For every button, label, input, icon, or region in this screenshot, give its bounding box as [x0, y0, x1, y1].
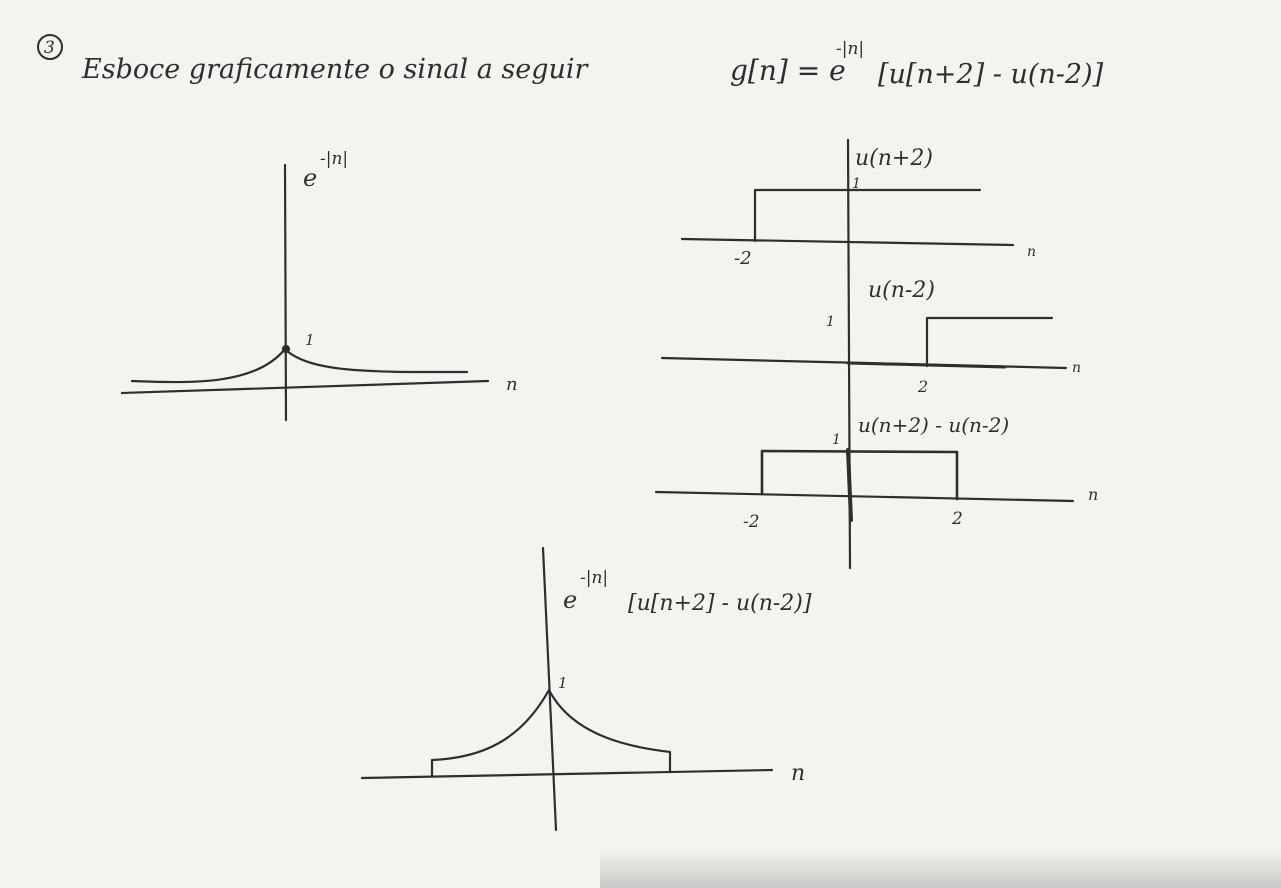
result-x-axis — [360, 768, 774, 780]
uplus-step — [753, 188, 982, 243]
uminus-label: u(n-2) — [868, 278, 935, 303]
uplus-height-label: 1 — [852, 176, 861, 192]
exp-axis-label: n — [506, 374, 518, 395]
uminus-height-label: 1 — [826, 314, 835, 330]
diff-label: u(n+2) - u(n-2) — [858, 413, 1009, 437]
diff-tick-left: -2 — [743, 512, 760, 532]
result-peak-label: 1 — [558, 674, 568, 692]
diff-pulse — [760, 449, 959, 501]
result-y-axis — [541, 546, 558, 832]
question-number: 3 — [44, 38, 55, 58]
diff-axis-thick — [846, 448, 853, 522]
equation-exponent: -|n| — [836, 39, 864, 59]
exp-x-axis — [120, 379, 490, 395]
uminus-step — [925, 316, 1054, 368]
exp-curve — [130, 347, 469, 384]
question-number-circle — [37, 34, 63, 60]
result-label-exponent: -|n| — [580, 568, 608, 588]
uplus-axis-label: n — [1027, 244, 1036, 260]
exp-peak-dot — [281, 344, 291, 354]
uplus-x-axis — [680, 237, 1015, 247]
result-axis-label: n — [791, 761, 805, 786]
diff-tick-right: 2 — [951, 509, 963, 529]
result-label-tail: [u[n+2] - u(n-2)] — [628, 591, 812, 616]
result-curve — [430, 688, 672, 778]
question-text: Esboce graficamente o sinal a seguir — [81, 54, 590, 85]
equation-tail: [u[n+2] - u(n-2)] — [878, 59, 1104, 90]
uminus-tick-label: 2 — [917, 377, 928, 396]
exp-label-exponent: -|n| — [320, 149, 348, 169]
exp-label: e — [303, 164, 317, 192]
diff-height-label: 1 — [832, 432, 841, 448]
uplus-tick-label: -2 — [734, 248, 752, 269]
uplus-label: u(n+2) — [855, 146, 933, 171]
paper-shadow — [600, 848, 1281, 888]
uminus-axis-label: n — [1072, 360, 1081, 376]
diff-axis-label: n — [1088, 485, 1098, 504]
exp-y-axis — [283, 163, 288, 422]
equation-main: g[n] = e — [730, 54, 846, 87]
diff-x-axis — [654, 490, 1075, 503]
result-label: e — [563, 586, 577, 614]
exp-peak-label: 1 — [305, 331, 315, 349]
